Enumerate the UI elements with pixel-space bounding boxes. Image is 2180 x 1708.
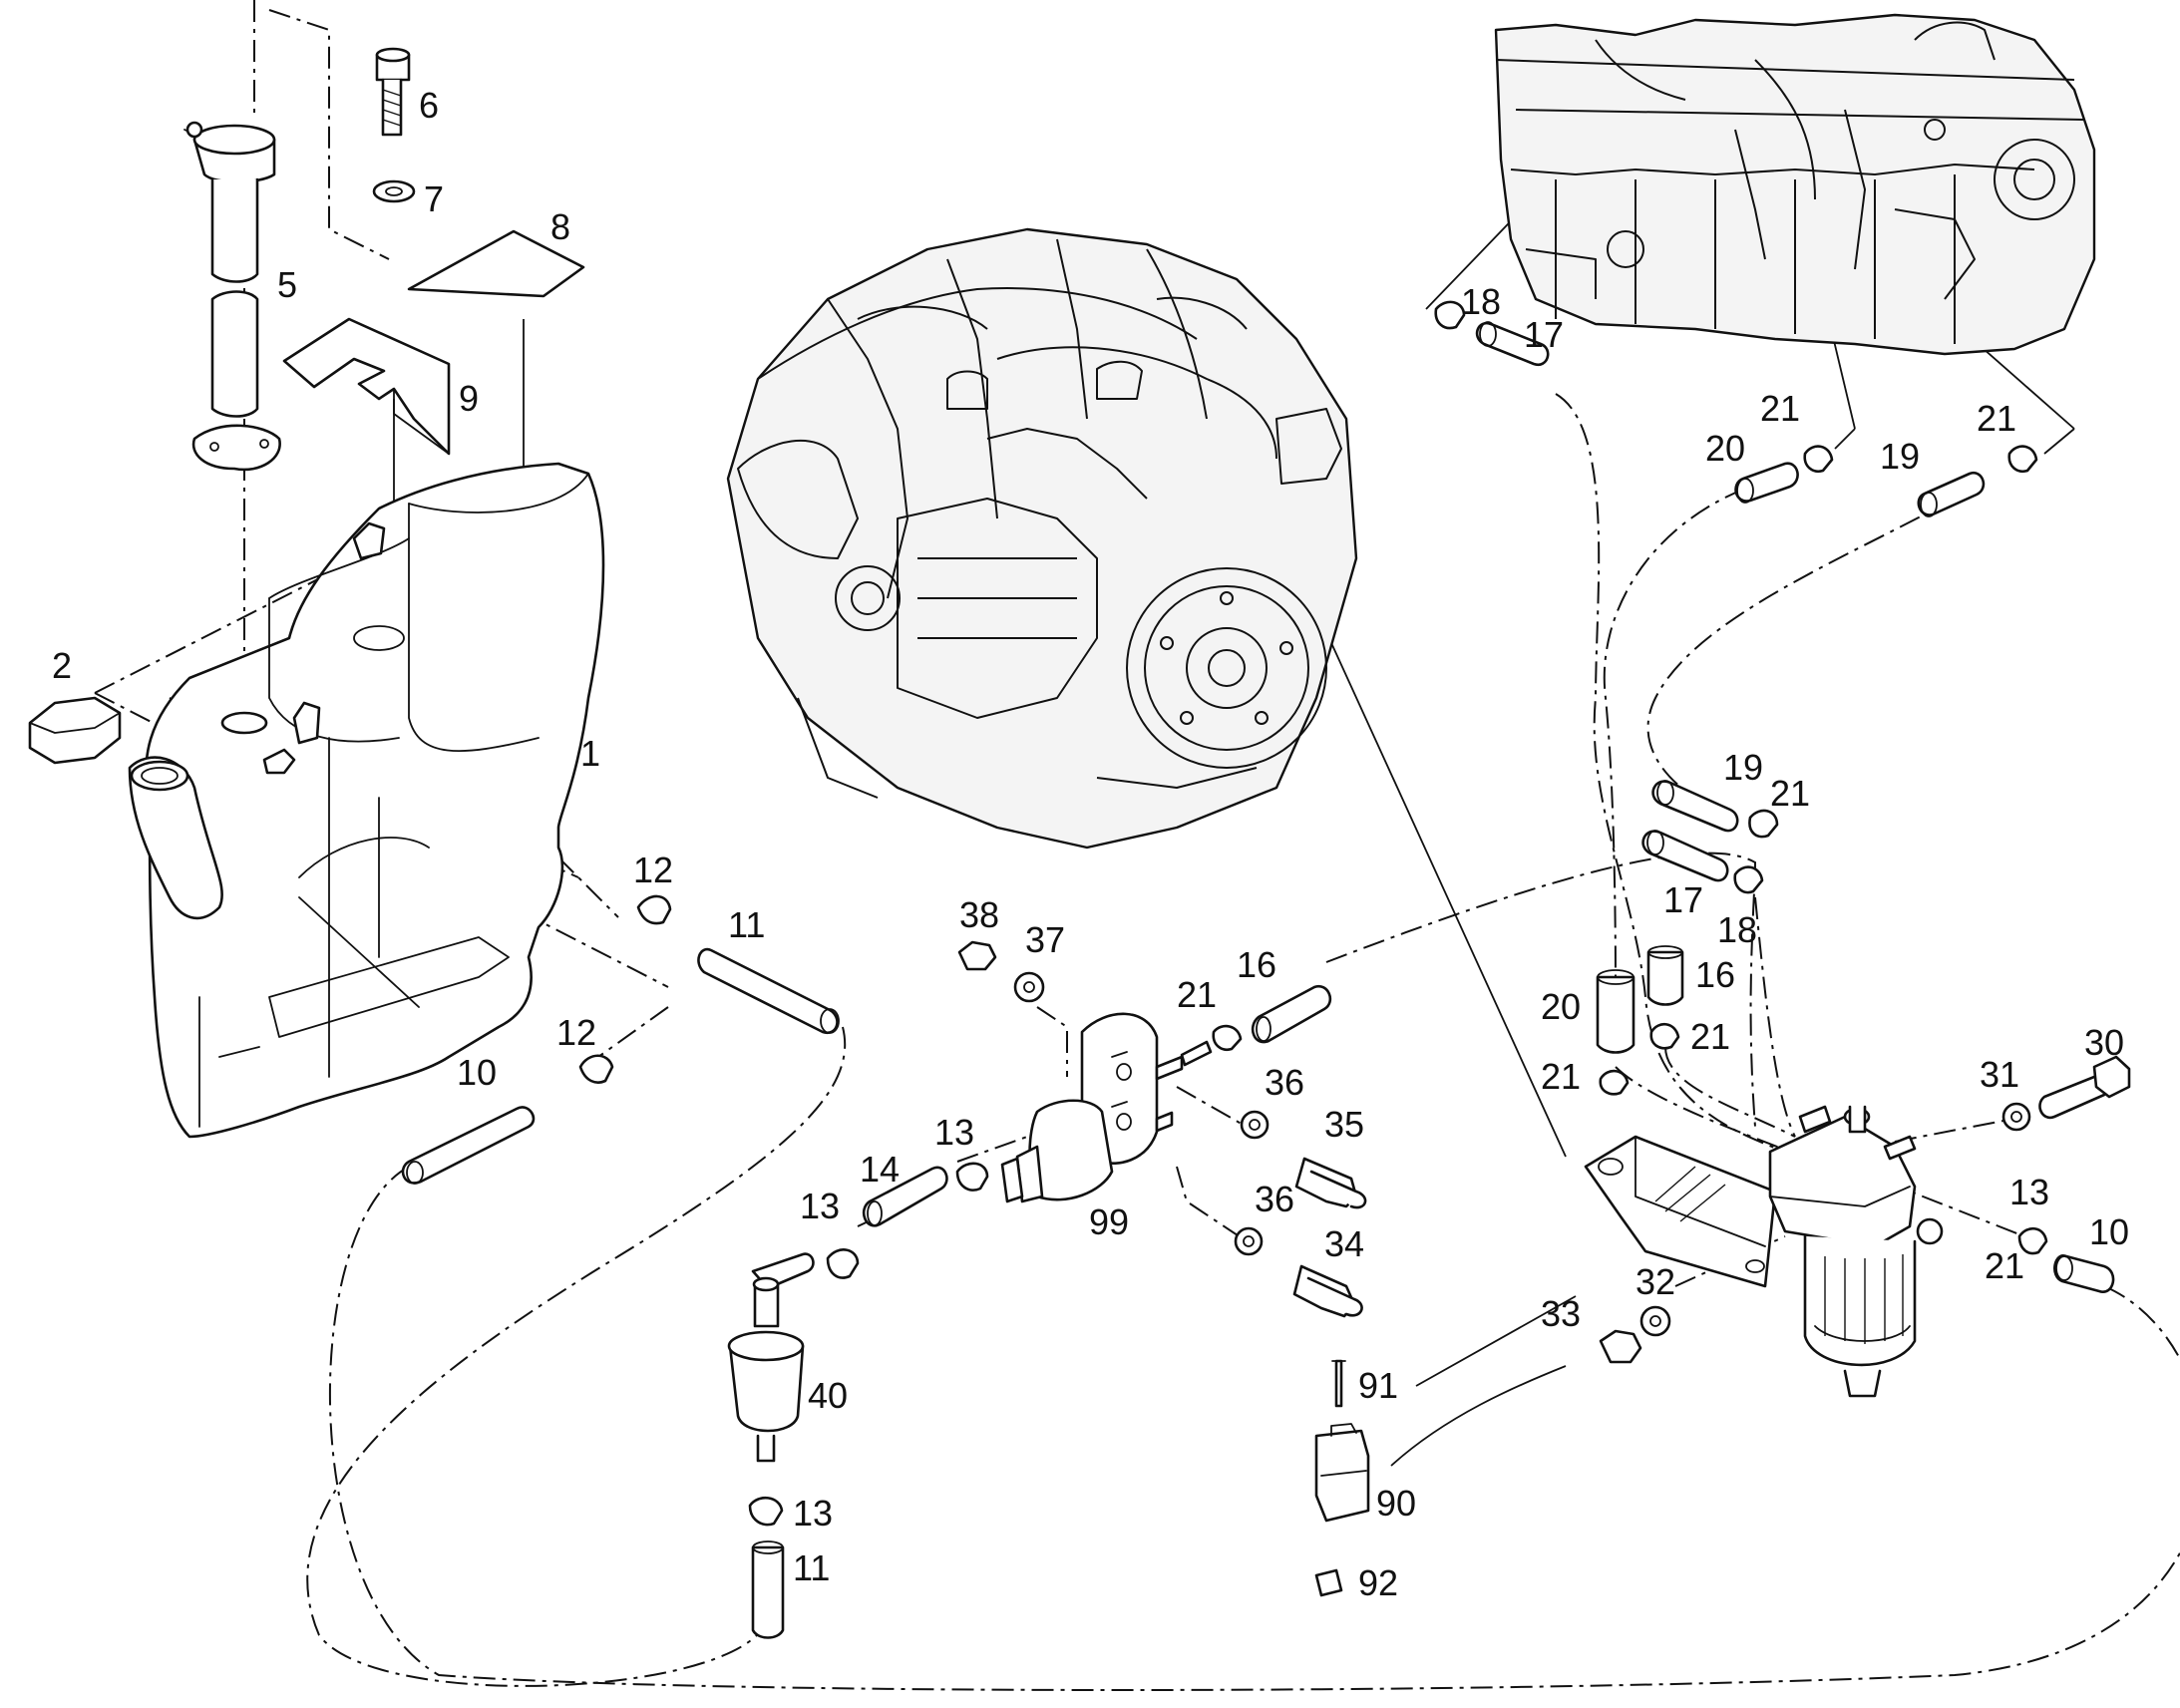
- label-part-36-lower: 36: [1255, 1179, 1294, 1219]
- fuel-pump-99: [1000, 1012, 1184, 1203]
- label-part-12-lower: 12: [556, 1012, 596, 1053]
- label-part-20-filter: 20: [1541, 986, 1581, 1027]
- label-part-2: 2: [52, 645, 72, 686]
- label-part-17-engine: 17: [1524, 314, 1564, 355]
- hose-10-left: [401, 1106, 536, 1185]
- engine-side-hoses: [1434, 300, 2038, 517]
- fuel-line-paths: [306, 393, 2180, 1691]
- label-part-7: 7: [424, 178, 444, 219]
- label-part-21-pump: 21: [1177, 974, 1217, 1015]
- label-part-21-filter-b: 21: [1690, 1016, 1730, 1057]
- label-part-38: 38: [959, 894, 999, 935]
- label-part-99: 99: [1089, 1201, 1129, 1242]
- label-part-21-filter-d: 21: [1985, 1245, 2024, 1286]
- cover-plate-8: [407, 229, 585, 298]
- electrical-connector-90: [1314, 1359, 1370, 1597]
- part-number-labels: 1 2 5 6 7 8 9 10 10 11 11 12 12 13 13 13…: [52, 85, 2129, 1603]
- tank-cap: [28, 696, 122, 765]
- label-part-37: 37: [1025, 919, 1065, 960]
- label-part-13-pump: 13: [934, 1112, 974, 1153]
- label-part-12-upper: 12: [633, 850, 673, 890]
- label-part-19-engine: 19: [1880, 436, 1920, 477]
- label-part-6: 6: [419, 85, 439, 126]
- label-part-18-engine: 18: [1461, 281, 1501, 322]
- screw-and-washer-6-7: [372, 47, 416, 203]
- engine-illustration-center: [726, 227, 1358, 850]
- label-part-16-pump: 16: [1237, 944, 1276, 985]
- label-part-21-engine-b: 21: [1977, 398, 2016, 439]
- label-part-40: 40: [808, 1375, 848, 1416]
- main-fuel-filter: [1584, 1105, 1944, 1398]
- label-part-16-filter: 16: [1695, 954, 1735, 995]
- hose-11-upper: [697, 947, 840, 1035]
- inline-fuel-filter-40: [727, 1252, 815, 1639]
- label-part-31: 31: [1980, 1054, 2019, 1095]
- label-part-13-filter-out: 13: [793, 1493, 833, 1534]
- label-part-10-left: 10: [457, 1052, 497, 1093]
- label-part-92: 92: [1358, 1562, 1398, 1603]
- label-part-13-right: 13: [2009, 1172, 2049, 1212]
- pump-fasteners: [957, 940, 1367, 1318]
- filter-fasteners: [1599, 1055, 2131, 1364]
- label-part-30: 30: [2084, 1022, 2124, 1063]
- label-part-18-filter: 18: [1717, 909, 1757, 950]
- label-part-17-filter: 17: [1663, 879, 1703, 920]
- label-part-13-filter-in: 13: [800, 1186, 840, 1226]
- label-part-90: 90: [1376, 1483, 1416, 1524]
- label-part-14: 14: [860, 1149, 900, 1190]
- label-part-21-filter-c: 21: [1541, 1056, 1581, 1097]
- label-part-5: 5: [277, 264, 297, 305]
- label-part-11-upper: 11: [728, 904, 765, 945]
- label-part-11-lower: 11: [793, 1547, 830, 1588]
- label-part-91: 91: [1358, 1365, 1398, 1406]
- bracket-9: [282, 317, 451, 456]
- label-part-20-engine: 20: [1705, 428, 1745, 469]
- label-part-19-filter: 19: [1723, 747, 1763, 788]
- engine-illustration-top-right: [1494, 13, 2096, 356]
- fuel-tank: [128, 462, 605, 1139]
- label-part-1: 1: [580, 733, 600, 774]
- hose-clamps-12: [578, 894, 672, 1084]
- label-part-10-right: 10: [2089, 1211, 2129, 1252]
- pump-inlet-hose-14: [826, 1162, 989, 1279]
- label-part-36-upper: 36: [1265, 1062, 1304, 1103]
- label-part-34: 34: [1324, 1223, 1364, 1264]
- return-hoses-near-filter: [1596, 780, 1779, 1096]
- label-part-8: 8: [550, 206, 570, 247]
- label-part-21-filter-a: 21: [1770, 773, 1810, 814]
- label-part-33: 33: [1541, 1293, 1581, 1334]
- label-part-35: 35: [1324, 1104, 1364, 1145]
- label-part-21-engine-a: 21: [1760, 388, 1800, 429]
- fuel-level-sender: [183, 121, 281, 472]
- label-part-32: 32: [1635, 1261, 1675, 1302]
- label-part-9: 9: [459, 378, 479, 419]
